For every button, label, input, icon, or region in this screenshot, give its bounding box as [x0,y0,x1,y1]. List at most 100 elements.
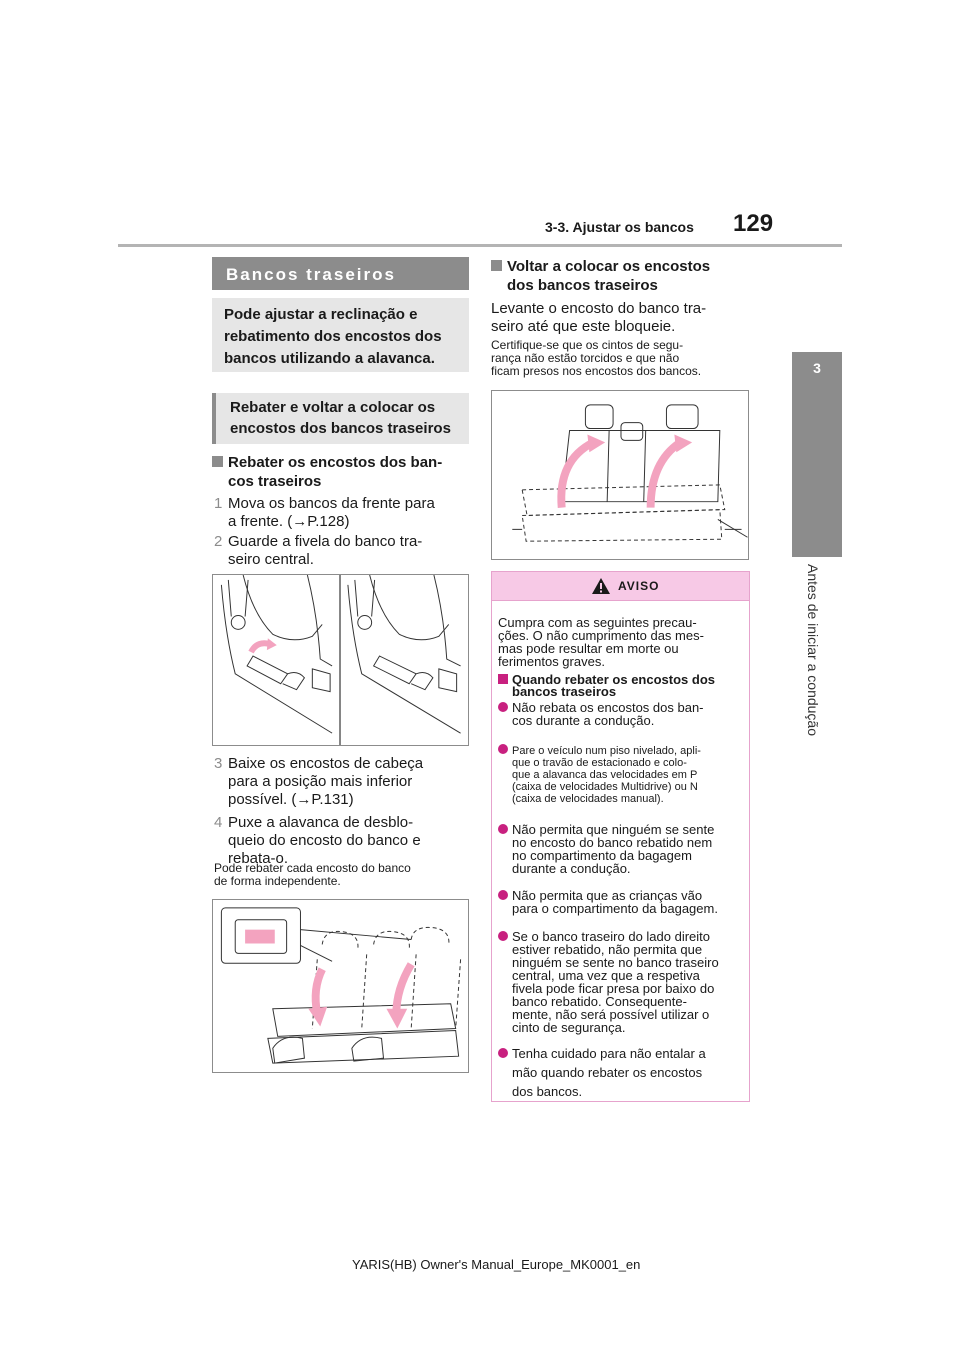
warn-line: (caixa de velocidades manual). [512,793,664,805]
warn-line: Tenha cuidado para não entalar a [512,1046,706,1061]
step-3: 3 Baixe os encostos de cabeça para a posi… [214,755,464,809]
warn-line: mente, não será possível utilizar o [512,1007,710,1022]
para-line: seiro até que este bloqueie. [491,318,676,335]
warn-line: no encosto do banco rebatido nem [512,835,713,850]
bullet-dot-icon [498,702,508,712]
note-line: rança não estão torcidos e que não [491,351,680,365]
page-number: 129 [733,210,774,237]
bullet-dot-icon [498,931,508,941]
note-line: Certifique-se que os cintos de segu- [491,338,684,352]
heading-fold: Rebater os encostos dos ban- cos traseir… [212,453,472,491]
square-bullet-icon [212,456,223,467]
square-bullet-icon [491,260,502,271]
warn-line: ções. O não cumprimento das mes- [498,628,704,643]
heading-line: dos bancos traseiros [507,277,658,294]
warn-line: Cumpra com as seguintes precau- [498,615,697,630]
figure-buckle-stow [212,574,469,746]
step-text: seiro central. [228,551,314,568]
chapter-title: Antes de iniciar a condução [805,564,821,736]
square-bullet-icon [498,674,508,684]
figure-raise-seatbacks [491,390,749,560]
fold-seatbacks-illustration [220,907,462,1064]
warning-label: AVISO [618,579,660,593]
warning-triangle-icon [592,578,610,594]
warn-line: fivela pode ficar presa por baixo do [512,981,715,996]
step-text: para a posição mais inferior [228,773,413,790]
step-4: 4 Puxe a alavanca de desblo- queio do enc… [214,814,464,868]
return-instruction: Levante o encosto do banco tra- seiro at… [491,300,749,336]
chapter-title-vertical: Antes de iniciar a condução [805,564,827,804]
heading-line: Voltar a colocar os encostos [507,258,711,275]
bullet-dot-icon [498,744,508,754]
raise-seatbacks-illustration [512,404,748,542]
warning-bullet-1: Não rebata os encostos dos ban- cos dura… [498,701,743,727]
heading-line: Rebater os encostos dos ban- [228,454,443,471]
step-text: a frente. (→P.128) [228,513,350,530]
warn-line: Não permita que as crianças vão [512,888,703,903]
warning-heading: Quando rebater os encostos dos bancos tr… [498,672,743,699]
note-independent-fold: Pode rebater cada encosto do banco de fo… [214,862,464,888]
step-text: Baixe os encostos de cabeça [228,755,424,772]
warn-line: Pare o veículo num piso nivelado, apli- [512,745,701,757]
step-number: 2 [214,533,223,550]
warn-line: (caixa de velocidades Multidrive) ou N [512,781,698,793]
warn-line: que o travão de estacionado e colo- [512,757,687,769]
section-label: 3-3. Ajustar os bancos [545,219,694,235]
warn-line: cinto de segurança. [512,1020,626,1035]
figure-fold-seatbacks [212,899,469,1073]
step-1: 1 Mova os bancos da frente para a frente.… [214,495,464,531]
note-line: de forma independente. [214,874,341,888]
step-number: 3 [214,755,223,772]
warn-line: mão quando rebater os encostos [512,1065,703,1080]
warn-line: que a alavanca das velocidades em P [512,769,698,781]
warning-header: AVISO [492,572,749,601]
bullet-dot-icon [498,1048,508,1058]
chapter-tab: 3 [792,352,842,557]
bullet-dot-icon [498,890,508,900]
subsection-title: Rebater e voltar a colocar os encostos d… [212,393,469,444]
buckle-stow-illustration [220,575,461,745]
heading-return: Voltar a colocar os encostos dos bancos … [491,257,751,295]
warn-line: mas pode resultar em morte ou [498,641,679,656]
warning-bullet-4: Não permita que as crianças vão para o c… [498,889,743,915]
warn-line: bancos traseiros [512,684,617,699]
warn-line: no compartimento da bagagem [512,848,692,863]
warn-line: durante a condução. [512,861,631,876]
intro-box: Pode ajustar a reclinação e rebatimento … [212,298,469,372]
step-text: possível. (→P.131) [228,791,354,808]
warning-bullet-3: Não permita que ninguém se sente no enco… [498,823,743,875]
note-line: Pode rebater cada encosto do banco [214,861,411,875]
bullet-dot-icon [498,824,508,834]
para-line: Levante o encosto do banco tra- [491,300,707,317]
warn-line: cos durante a condução. [512,713,655,728]
step-text: Puxe a alavanca de desblo- [228,814,414,831]
note-line: ficam presos nos encostos dos bancos. [491,364,702,378]
step-text: Mova os bancos da frente para [228,495,435,512]
step-text: rebata-o. [228,850,289,867]
step-2: 2 Guarde a fivela do banco tra- seiro cen… [214,533,464,569]
warn-line: dos bancos. [512,1084,583,1099]
step-number: 4 [214,814,223,831]
warn-line: banco rebatido. Consequente- [512,994,687,1009]
step-text: queio do encosto do banco e [228,832,421,849]
warning-bullet-5: Se o banco traseiro do lado direito esti… [498,930,743,1034]
warn-line: Não permita que ninguém se sente [512,822,715,837]
step-text: Guarde a fivela do banco tra- [228,533,423,550]
warning-intro: Cumpra com as seguintes precau- ções. O … [498,616,743,668]
step-number: 1 [214,495,223,512]
section-title-bar: Bancos traseiros [212,257,469,290]
warn-line: para o compartimento da bagagem. [512,901,718,916]
warning-box: AVISO Cumpra com as seguintes precau- çõ… [491,571,750,1102]
warn-line: central, uma vez que a respetiva [512,968,700,983]
chapter-number: 3 [813,360,821,376]
heading-line: cos traseiros [228,473,322,490]
warn-line: Quando rebater os encostos dos [512,672,715,687]
warn-line: estiver rebatido, não permita que [512,942,703,957]
header-rule [118,244,842,247]
warning-bullet-2: Pare o veículo num piso nivelado, apli- … [498,744,743,805]
warn-line: ferimentos graves. [498,654,605,669]
warning-bullet-6: Tenha cuidado para não entalar a mão qua… [498,1044,743,1101]
warn-line: ninguém se sente no banco traseiro [512,955,719,970]
footer-manual-id: YARIS(HB) Owner's Manual_Europe_MK0001_e… [352,1257,641,1272]
warn-line: Se o banco traseiro do lado direito [512,929,711,944]
